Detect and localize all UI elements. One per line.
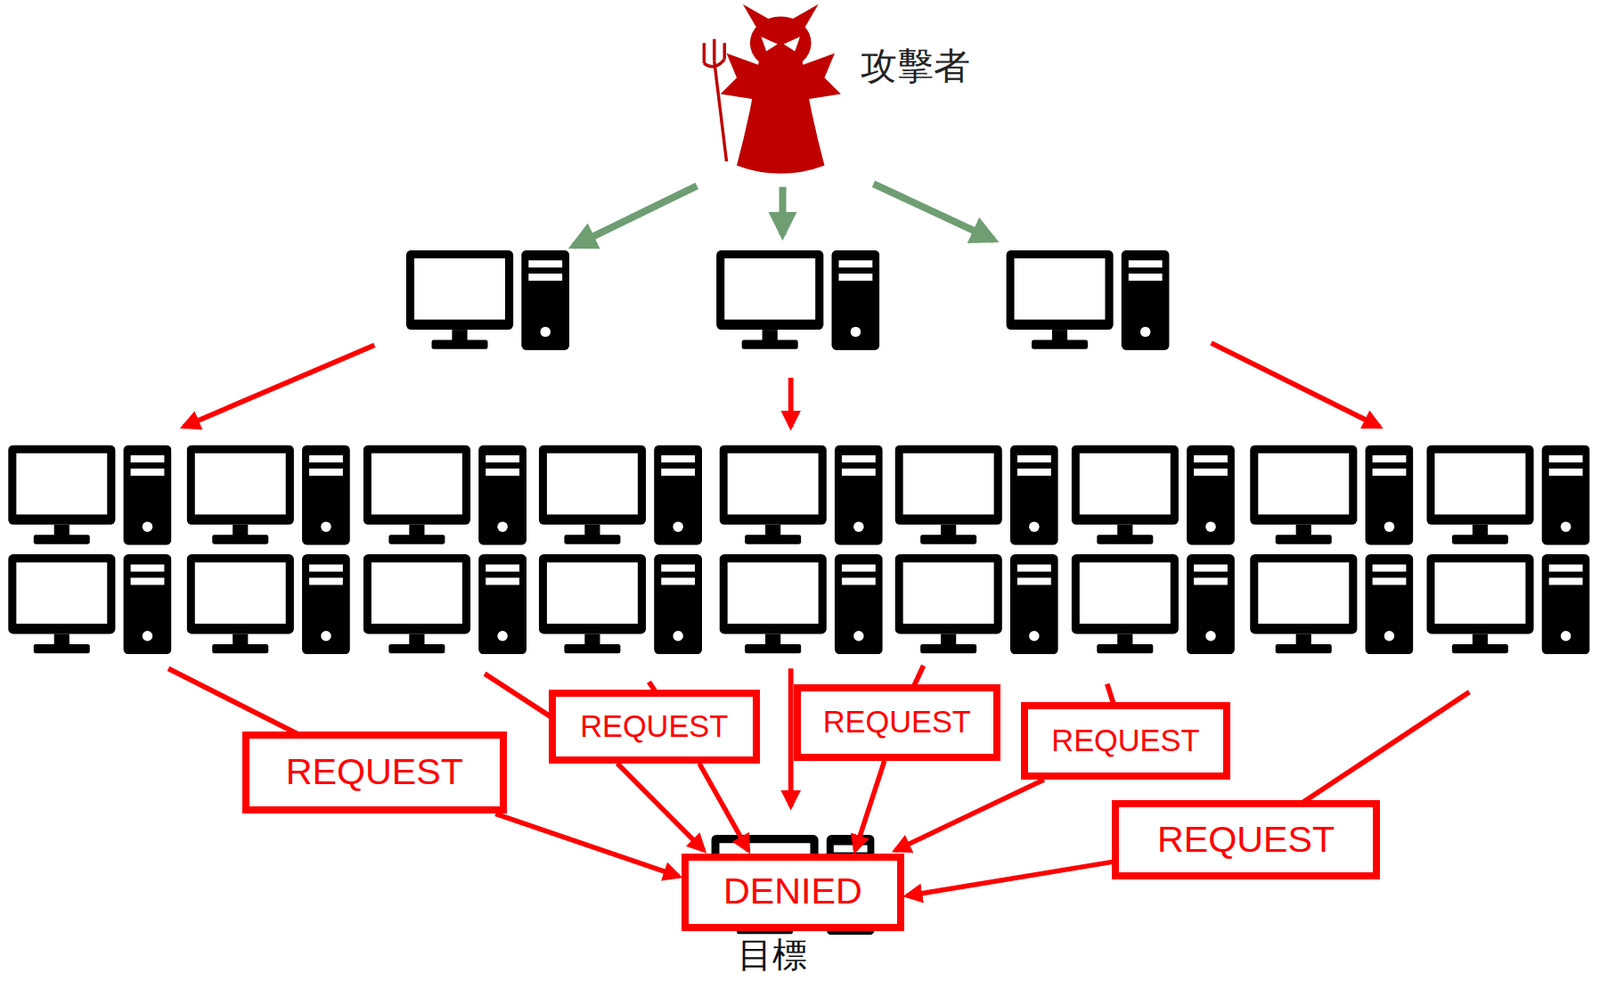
- computer-icon: [538, 554, 703, 654]
- request-box: REQUEST: [1111, 800, 1380, 880]
- computer-icon: [1426, 554, 1590, 654]
- attack-arrow: [617, 763, 704, 851]
- attack-arrow: [699, 763, 749, 851]
- command-arrow: [573, 183, 995, 246]
- computer-icon: [187, 445, 351, 546]
- computer-icon: [1426, 445, 1590, 546]
- box-label: REQUEST: [1157, 819, 1335, 860]
- computer-icon: [716, 250, 880, 351]
- target-label: 目標: [737, 936, 808, 975]
- command-arrow: [873, 183, 994, 240]
- attacker-label: 攻擊者: [860, 46, 971, 87]
- box-label: DENIED: [723, 871, 863, 912]
- computer-icon: [1071, 445, 1235, 546]
- computer-icon: [895, 445, 1059, 546]
- computer-icon: [719, 445, 883, 546]
- request-box: REQUEST: [1020, 702, 1231, 780]
- computer-icon: [1249, 554, 1413, 654]
- spread-arrow: [1211, 342, 1380, 427]
- computer-icon: [1005, 250, 1169, 351]
- computer-icon: [8, 445, 172, 546]
- computer-icon: [538, 445, 703, 546]
- box-label: REQUEST: [1051, 724, 1200, 759]
- box-label: REQUEST: [285, 751, 464, 792]
- attack-arrow: [855, 760, 885, 851]
- attacker-devil: [703, 4, 841, 174]
- computer-icon: [363, 445, 527, 546]
- computer-icon: [895, 554, 1059, 654]
- status-box: DENIED: [681, 853, 905, 931]
- computer-icon: [719, 554, 883, 654]
- command-arrow: [779, 187, 787, 236]
- computer-icon: [1249, 445, 1413, 546]
- request-box: REQUEST: [548, 689, 760, 763]
- request-box: REQUEST: [242, 731, 507, 815]
- spread-arrow: [788, 377, 794, 427]
- command-arrow: [573, 186, 698, 247]
- spread-arrow: [183, 344, 375, 427]
- attack-arrow: [895, 779, 1045, 850]
- computer-icon: [363, 554, 527, 654]
- computer-icon: [1071, 554, 1235, 654]
- computer-icon: [8, 554, 172, 654]
- box-label: REQUEST: [823, 705, 972, 740]
- attack-arrow: [906, 861, 1113, 896]
- request-box: REQUEST: [793, 684, 1002, 761]
- computer-icon: [187, 554, 351, 654]
- computer-icon: [406, 250, 570, 351]
- box-label: REQUEST: [579, 710, 728, 744]
- attack-arrow: [495, 813, 679, 876]
- zombie-computers: [8, 445, 1590, 655]
